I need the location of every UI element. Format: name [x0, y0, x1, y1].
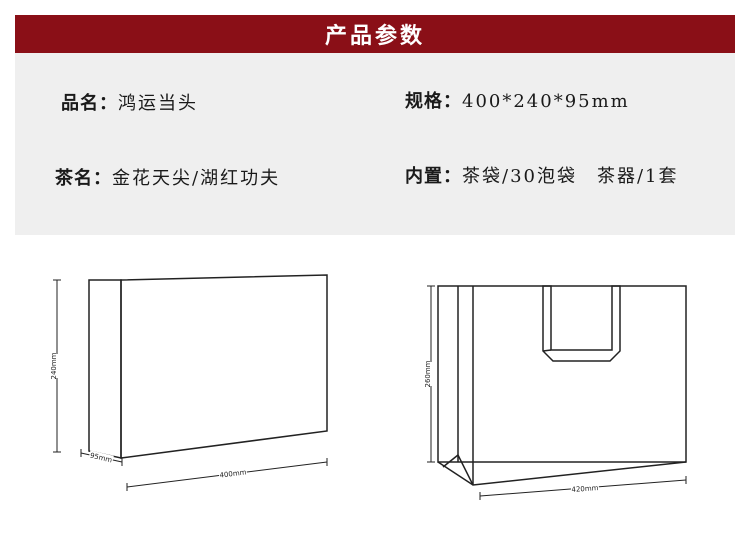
spec-product-name: 品名：鸿运当头: [61, 89, 198, 115]
spec-value: 茶袋/30泡袋 茶器/1套: [462, 166, 679, 187]
spec-tea-name: 茶名：金花天尖/湖红功夫: [55, 164, 280, 190]
spec-value: 鸿运当头: [118, 93, 198, 114]
spec-contents: 内置：茶袋/30泡袋 茶器/1套: [405, 162, 679, 188]
gift-box-drawing: [88, 274, 328, 459]
spec-value: 400*240*95mm: [462, 91, 630, 112]
box-depth-label: 95mm: [89, 452, 113, 465]
section-banner: 产品参数: [15, 15, 735, 53]
spec-label: 品名：: [61, 93, 118, 114]
spec-label: 规格：: [405, 91, 462, 112]
bag-height-label: 260mm: [424, 360, 432, 387]
bag-width-label: 420mm: [571, 484, 599, 494]
spec-value: 金花天尖/湖红功夫: [112, 168, 281, 189]
box-height-label: 240mm: [50, 352, 58, 379]
section-title: 产品参数: [324, 23, 425, 49]
shopping-bag-drawing: [437, 285, 687, 486]
spec-label: 茶名：: [55, 168, 112, 189]
spec-panel: 品名：鸿运当头 规格：400*240*95mm 茶名：金花天尖/湖红功夫 内置：…: [15, 53, 735, 235]
spec-dimensions: 规格：400*240*95mm: [405, 87, 630, 113]
spec-label: 内置：: [405, 166, 462, 187]
box-width-label: 400mm: [219, 468, 247, 479]
